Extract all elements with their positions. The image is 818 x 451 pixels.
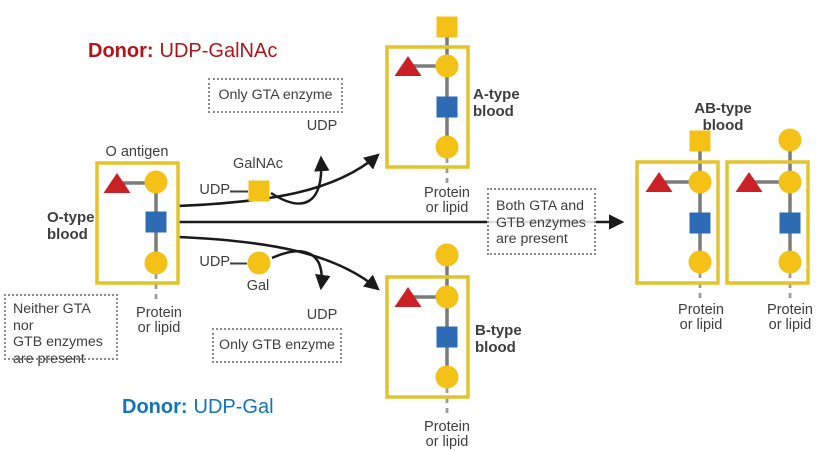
carrier-line: or lipid xyxy=(425,200,469,216)
a-type-structure xyxy=(385,16,470,186)
fucose-triangle-icon xyxy=(645,172,673,192)
galactose-circle-icon xyxy=(144,170,168,194)
galactose-circle-icon xyxy=(778,170,802,194)
gal-circle-icon xyxy=(778,128,802,152)
udp-label: UDP xyxy=(199,182,230,198)
note-line: are present xyxy=(13,350,85,367)
carrier-line: Protein xyxy=(767,302,813,318)
only-gta-enzyme-note: Only GTA enzyme xyxy=(208,78,343,113)
glcnac-square-icon xyxy=(779,212,801,234)
carrier-line: Protein xyxy=(678,302,724,318)
udp-label: UDP xyxy=(199,254,230,270)
galactose-circle-icon xyxy=(435,285,459,309)
carrier-line: Protein xyxy=(424,419,470,435)
donor-prefix: Donor: xyxy=(122,396,188,418)
a-type-blood-label: A-type blood xyxy=(473,86,520,120)
b-type-blood-label: B-type blood xyxy=(475,322,522,356)
type-line: blood xyxy=(47,225,88,243)
donor-prefix: Donor: xyxy=(88,40,154,62)
released-udp-label: UDP xyxy=(306,118,338,134)
arrow-udp-release-b xyxy=(271,250,331,291)
carrier-line: Protein xyxy=(136,305,182,321)
note-line: GTB enzymes xyxy=(13,334,103,350)
ab-type-b-structure xyxy=(725,128,810,301)
galactose-circle-icon xyxy=(144,251,168,275)
b-antigen-box xyxy=(385,275,470,399)
gal-label: Gal xyxy=(246,278,270,294)
ab-carrier-right-label: Protein or lipid xyxy=(767,303,813,333)
o-antigen-structure xyxy=(95,161,180,303)
note-line: Neither GTA nor xyxy=(13,301,91,334)
donor-udp-galnac-title: Donor:UDP-GalNAc xyxy=(88,40,277,62)
gal-circle-icon xyxy=(435,243,459,267)
fucose-triangle-icon xyxy=(103,173,131,193)
fucose-triangle-icon xyxy=(394,56,422,76)
galnac-label: GalNAc xyxy=(233,156,283,172)
o-type-blood-label: O-type blood xyxy=(47,209,95,243)
ab-carrier-left-label: Protein or lipid xyxy=(678,303,724,333)
ab-type-a-structure xyxy=(635,130,720,301)
galactose-circle-icon xyxy=(688,250,712,274)
ab-type-blood-label: AB-type blood xyxy=(694,100,752,134)
donor-name: UDP-GalNAc xyxy=(159,40,278,62)
ab-a-antigen-box xyxy=(635,160,720,285)
galactose-circle-icon xyxy=(778,250,802,274)
glcnac-square-icon xyxy=(689,212,711,234)
galactose-circle-icon xyxy=(688,170,712,194)
galactose-circle-icon xyxy=(435,54,459,78)
fucose-triangle-icon xyxy=(735,172,763,192)
note-line: Both GTA and xyxy=(496,198,585,214)
carrier-line: or lipid xyxy=(768,317,812,333)
both-enzymes-note: Both GTA and GTB enzymes are present xyxy=(487,188,596,255)
note-line: are present xyxy=(496,231,568,247)
type-line: blood xyxy=(475,338,516,356)
type-line: A-type xyxy=(473,86,520,103)
o-antigen-box xyxy=(95,161,180,285)
o-carrier-label: Protein or lipid xyxy=(136,306,182,336)
donor-udp-gal-title: Donor:UDP-Gal xyxy=(122,396,274,418)
glcnac-square-icon xyxy=(145,211,167,233)
carrier-line: or lipid xyxy=(679,317,723,333)
carrier-line: or lipid xyxy=(137,320,181,336)
neither-enzyme-note: Neither GTA nor GTB enzymes are present xyxy=(4,294,118,367)
b-type-structure xyxy=(385,243,470,417)
released-udp-label: UDP xyxy=(306,307,338,323)
donor-name: UDP-Gal xyxy=(193,396,274,418)
note-line: GTB enzymes xyxy=(496,214,586,231)
galnac-square-icon xyxy=(248,180,270,202)
glcnac-square-icon xyxy=(436,326,458,348)
gal-circle-icon xyxy=(247,251,271,275)
carrier-line: or lipid xyxy=(425,434,469,450)
galactose-circle-icon xyxy=(435,365,459,389)
o-antigen-label: O antigen xyxy=(105,144,169,160)
type-line: blood xyxy=(473,102,514,120)
a-antigen-box xyxy=(385,45,470,169)
glcnac-square-icon xyxy=(436,96,458,118)
type-line: O-type xyxy=(47,209,95,226)
galactose-circle-icon xyxy=(435,135,459,159)
a-carrier-label: Protein or lipid xyxy=(424,186,470,216)
carrier-line: Protein xyxy=(424,185,470,201)
type-line: B-type xyxy=(475,322,522,339)
b-carrier-label: Protein or lipid xyxy=(424,420,470,450)
galnac-square-icon xyxy=(436,16,458,38)
ab-b-antigen-box xyxy=(725,160,810,285)
fucose-triangle-icon xyxy=(394,287,422,307)
only-gtb-enzyme-note: Only GTB enzyme xyxy=(212,328,342,363)
